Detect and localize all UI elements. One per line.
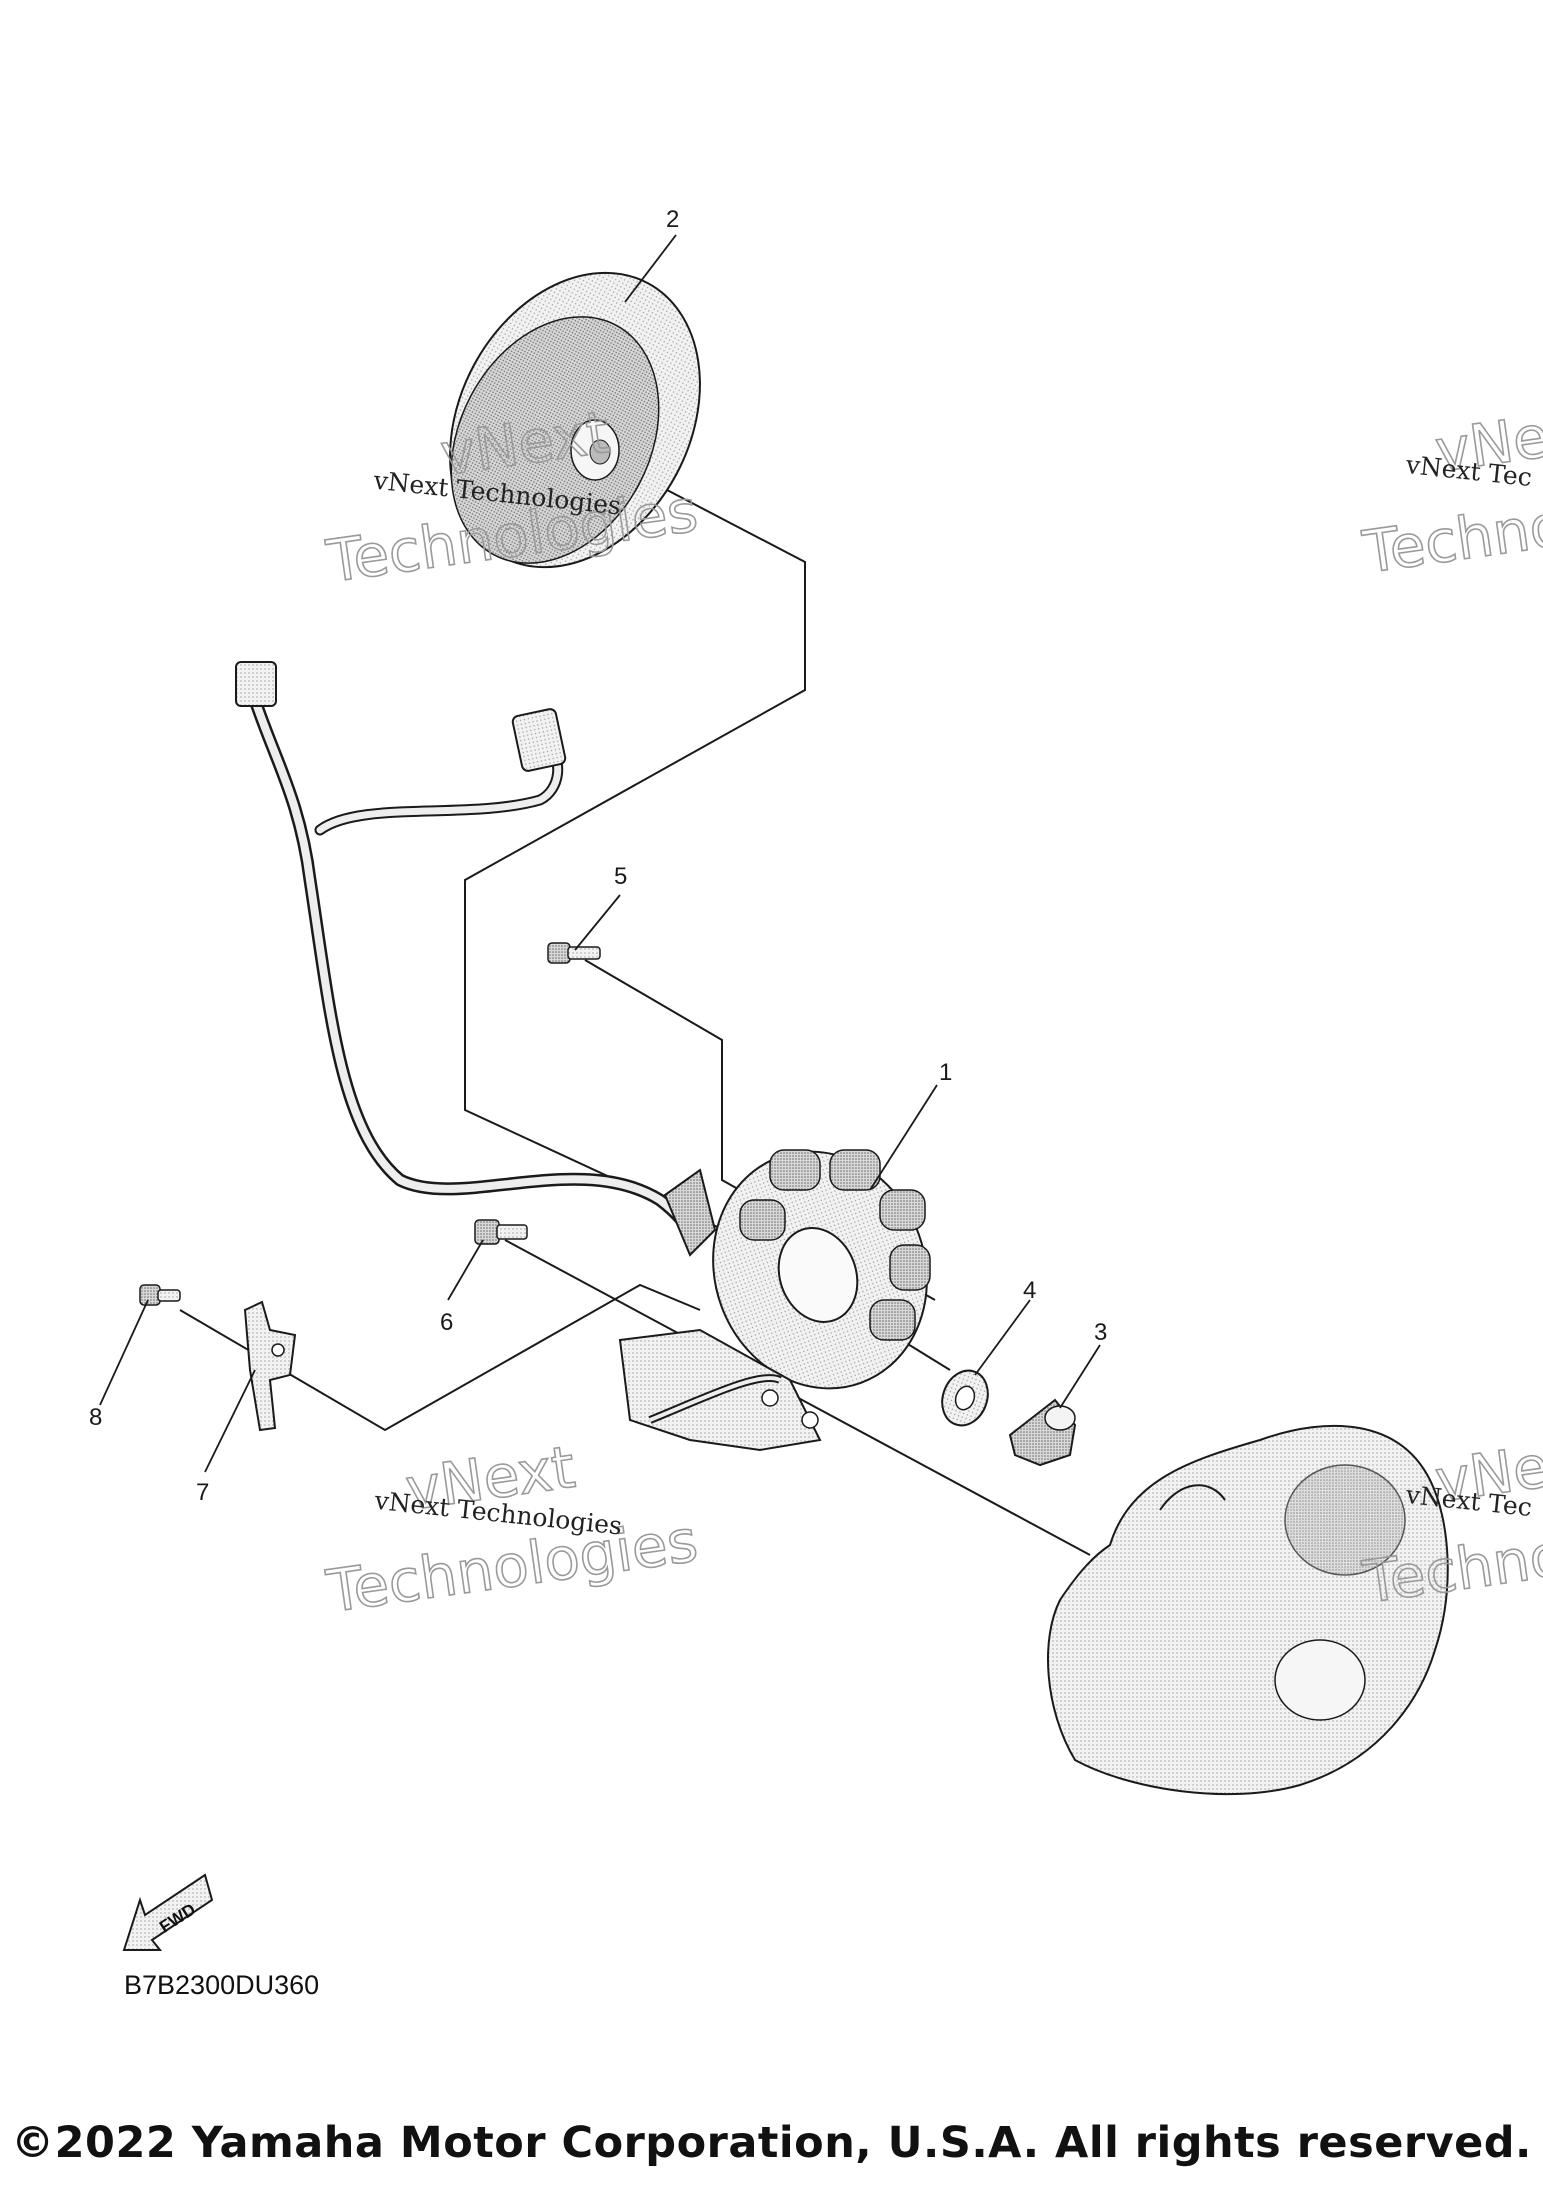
crankcase-cover-reference <box>1047 1424 1449 1796</box>
stator-wire-harness <box>235 661 717 1257</box>
callout-1: 1 <box>939 1059 952 1086</box>
rotor-flywheel-part <box>449 271 701 569</box>
screw-part-8 <box>139 1284 181 1306</box>
copyright-notice: ©2022 Yamaha Motor Corporation, U.S.A. A… <box>11 2118 1532 2168</box>
callout-5: 5 <box>614 863 627 890</box>
callout-6: 6 <box>440 1309 453 1336</box>
bolt-part-6 <box>474 1219 528 1245</box>
callout-2: 2 <box>666 206 679 233</box>
diagram-code: B7B2300DU360 <box>124 1970 320 2000</box>
clamp-part-7 <box>243 1300 297 1432</box>
callout-4: 4 <box>1023 1277 1036 1304</box>
callout-3: 3 <box>1094 1319 1107 1346</box>
bolt-part-5 <box>547 942 601 964</box>
washer-part <box>941 1369 989 1427</box>
watermark-bottom-left: vNext Technologies vNext Technologies <box>321 1432 702 1627</box>
callout-7: 7 <box>196 1479 209 1506</box>
callout-8: 8 <box>89 1404 102 1431</box>
grommet-part <box>1008 1398 1077 1467</box>
stator-assembly-part <box>618 1149 931 1452</box>
watermark-top-right: vNe Techno vNext Tec <box>1358 401 1543 587</box>
svg-text:vNe: vNe <box>1431 402 1543 485</box>
svg-text:Techno: Techno <box>1359 491 1543 587</box>
forward-direction-arrow: FWD <box>122 1873 214 1951</box>
leader-lines <box>99 234 1101 1473</box>
svg-text:vNe: vNe <box>1431 1432 1543 1515</box>
